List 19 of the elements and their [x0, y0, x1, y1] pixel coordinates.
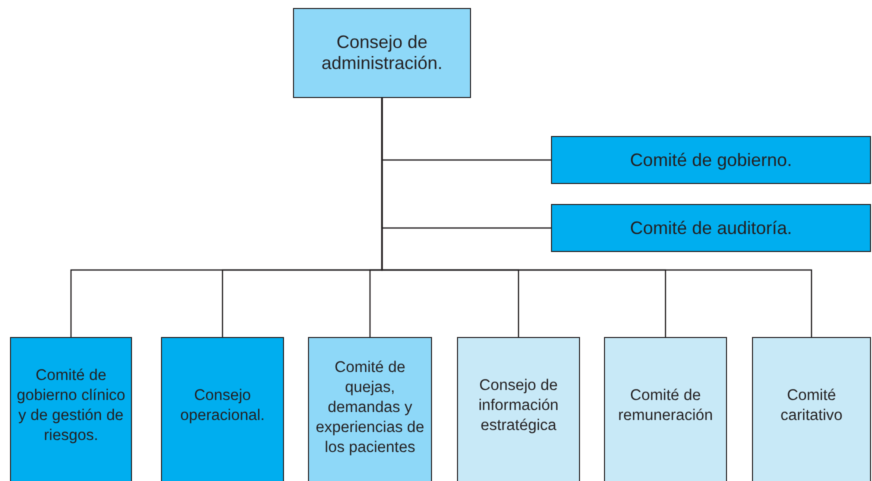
org-box — [161, 337, 284, 481]
box-label: Comité de auditoría. — [630, 218, 792, 238]
org-box — [551, 204, 871, 252]
box-label: Comité caritativo — [779, 386, 844, 426]
org-box — [308, 337, 432, 481]
box-label: Consejo operacional. — [179, 386, 266, 426]
box-label: Consejo de administración. — [320, 32, 444, 74]
box-label: Consejo de información estratégica — [477, 376, 560, 436]
box-label: Comité de quejas, demandas y experiencias de los pacientes — [314, 358, 426, 458]
box-label: Comité de remuneración — [617, 386, 714, 426]
org-box — [10, 337, 132, 481]
org-box — [604, 337, 727, 481]
box-label: Comité de gobierno clínico y de gestión de riesgos. — [16, 366, 126, 446]
org-box — [752, 337, 871, 481]
org-box — [293, 8, 471, 98]
org-box — [551, 136, 871, 184]
org-box — [457, 337, 580, 481]
box-label: Comité de gobierno. — [630, 150, 792, 170]
connector-line — [381, 98, 812, 337]
